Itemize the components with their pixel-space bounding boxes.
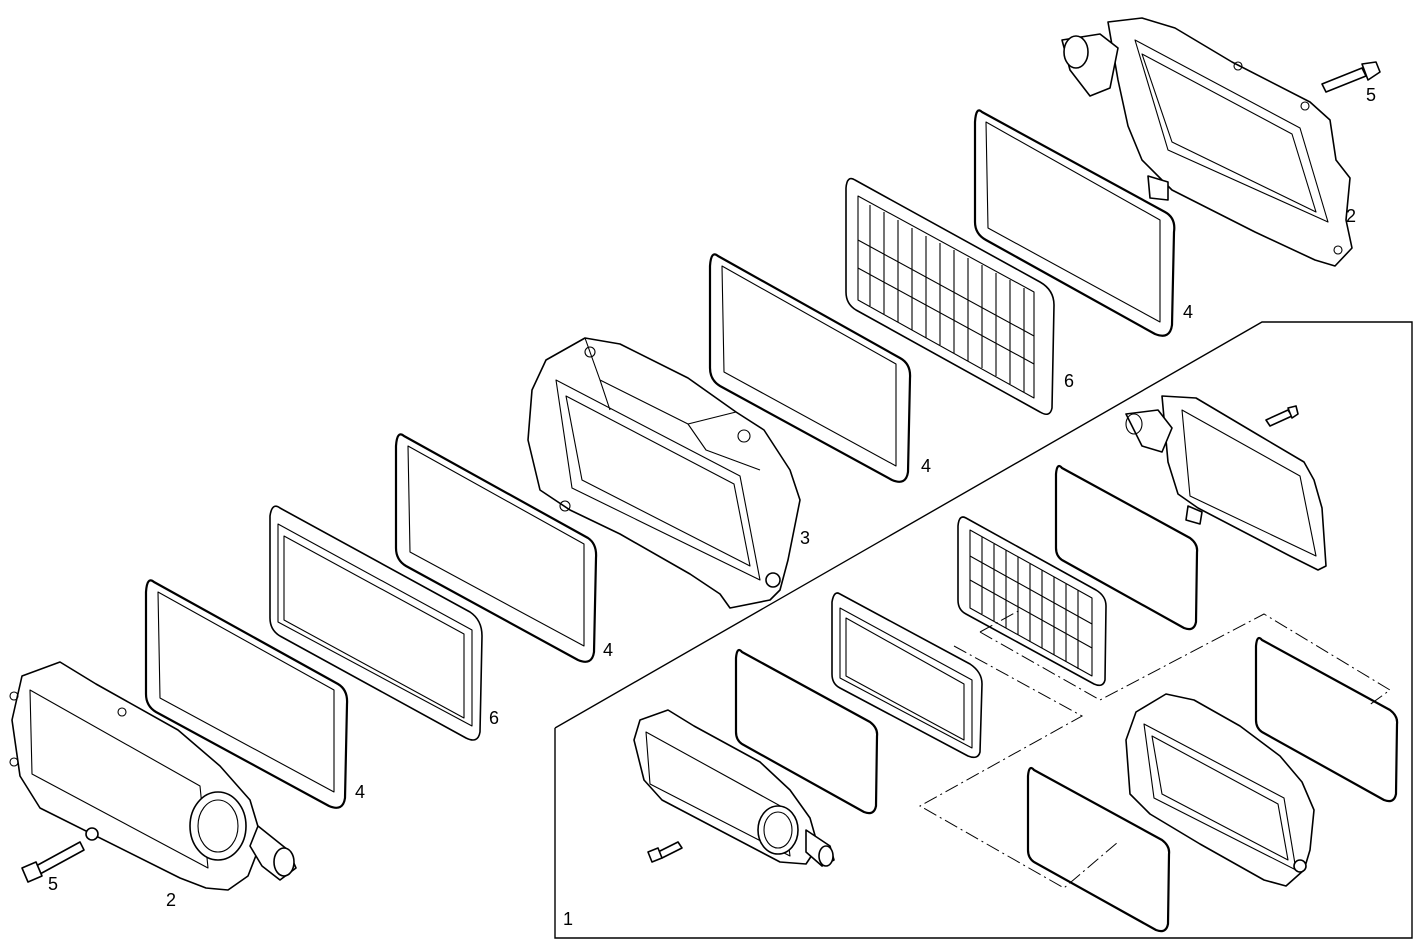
gasket-4	[144, 579, 349, 809]
callout-gasket-3: 4	[603, 640, 613, 660]
callout-gasket-2: 4	[921, 456, 931, 476]
inset-assembly-lines	[918, 609, 1391, 889]
gasket-1	[973, 109, 1176, 337]
cover-bottom-left	[9, 661, 297, 891]
callout-cover-bottom: 2	[166, 890, 176, 910]
callout-housing: 3	[800, 528, 810, 548]
callout-cover-top: 2	[1346, 206, 1356, 226]
inset-gasket-2	[734, 648, 879, 815]
cover-top-right	[1061, 17, 1353, 267]
filter-lower	[269, 505, 483, 741]
bolt-top-right	[1321, 61, 1381, 93]
inset-gasket-3	[1254, 636, 1399, 803]
callout-bolt-bottom: 5	[48, 874, 58, 894]
callout-gasket-4: 4	[355, 782, 365, 802]
inset-gasket-1	[1054, 464, 1199, 631]
inset-bolt-bottom	[647, 841, 683, 863]
gasket-3	[394, 433, 598, 663]
assembly-frame	[554, 321, 1413, 939]
housing	[527, 337, 801, 609]
gasket-2	[708, 253, 912, 483]
callout-filter-lower: 6	[489, 708, 499, 728]
callout-assembly: 1	[563, 909, 573, 929]
inset-bolt-top	[1265, 405, 1299, 427]
inset-cover-top	[1125, 395, 1327, 571]
filter-upper	[845, 177, 1055, 416]
inset-gasket-4	[1026, 766, 1171, 933]
inset-housing	[1125, 693, 1315, 887]
inset-filter-lower	[831, 592, 983, 759]
inset-cover-bottom	[633, 709, 835, 867]
callout-gasket-1: 4	[1183, 302, 1193, 322]
inset-filter-top	[957, 516, 1107, 687]
callout-filter-upper: 6	[1064, 371, 1074, 391]
callout-bolt-top: 5	[1366, 85, 1376, 105]
bolt-bottom-left	[21, 841, 85, 883]
